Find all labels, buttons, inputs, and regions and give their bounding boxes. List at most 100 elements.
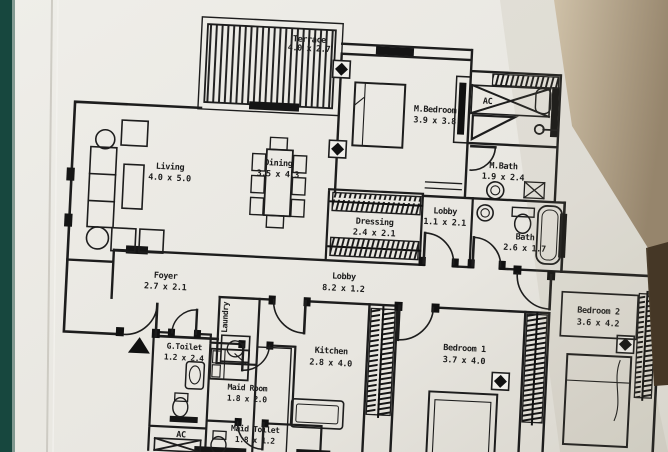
side-table-icon bbox=[94, 128, 116, 150]
closet-combs bbox=[365, 290, 658, 426]
paper-crease bbox=[46, 0, 53, 452]
wall-bars bbox=[63, 46, 568, 452]
kitchen-counter bbox=[256, 346, 293, 452]
room-dims-kitchen: 2.8 x 4.0 bbox=[309, 357, 352, 369]
toilet-icon bbox=[212, 430, 227, 441]
room-dims-terrace: 4.0 x 2.7 bbox=[287, 43, 330, 55]
table-edge bbox=[646, 242, 668, 386]
left-strip-highlight bbox=[12, 0, 15, 452]
side-table-icon bbox=[85, 226, 110, 250]
room-dims-maidroom: 1.8 x 2.0 bbox=[227, 393, 268, 404]
window-bar bbox=[248, 101, 300, 112]
room-label-maidtoilet: Maid Toilet bbox=[231, 423, 281, 435]
ac-crossed-box bbox=[470, 84, 552, 118]
room-dims-maidtoilet: 1.8 x 1.2 bbox=[235, 435, 276, 446]
shower bbox=[470, 114, 560, 141]
maidroom-furniture bbox=[208, 347, 251, 382]
room-dims-living: 4.0 x 5.0 bbox=[148, 172, 191, 184]
bedroom1-door bbox=[396, 304, 435, 342]
bedroom2-furniture bbox=[559, 290, 640, 449]
living-furniture bbox=[85, 119, 165, 255]
mbath-fixtures bbox=[485, 180, 546, 200]
room-label-dressing: Dressing bbox=[355, 216, 394, 229]
room-dims-gtoilet: 1.2 x 2.4 bbox=[164, 352, 205, 363]
paper-crease-2 bbox=[52, 0, 59, 452]
terrace: Terrace 4.0 x 2.7 bbox=[197, 16, 344, 117]
wardrobe-icon bbox=[559, 290, 640, 341]
bed-icon bbox=[561, 353, 633, 449]
room-label-bath: Bath bbox=[515, 232, 535, 243]
column-markers bbox=[327, 59, 636, 392]
sink-icon bbox=[485, 181, 505, 200]
bathtub-icon bbox=[535, 205, 564, 266]
kitchen-door bbox=[272, 298, 307, 335]
room-label-lobby-small: Lobby bbox=[433, 206, 457, 217]
dining-furniture bbox=[249, 136, 308, 229]
doors bbox=[122, 144, 553, 451]
lobby-door bbox=[422, 231, 455, 266]
mbath-door bbox=[469, 144, 497, 171]
bed-icon bbox=[208, 347, 251, 382]
ac-top-unit bbox=[469, 73, 560, 119]
bedroom2-door bbox=[516, 272, 553, 311]
room-label-lobby-corridor: Lobby bbox=[332, 271, 356, 282]
wardrobe-icon bbox=[452, 75, 472, 144]
room-label-laundry: Laundry bbox=[220, 301, 231, 333]
room-label-dining: Dining bbox=[264, 157, 293, 169]
crossed-box bbox=[523, 181, 546, 200]
mbedroom-furniture bbox=[351, 75, 472, 149]
kitchen-appliance bbox=[289, 398, 345, 430]
sink-icon bbox=[476, 204, 494, 222]
entrance-arrow-icon bbox=[127, 337, 150, 354]
room-label-living: Living bbox=[156, 161, 185, 173]
room-label-ac-top: AC bbox=[483, 97, 493, 107]
room-label-ac-bottom: AC bbox=[176, 430, 186, 440]
left-strip bbox=[0, 0, 12, 452]
room-label-mbedroom: M.Bedroom bbox=[414, 104, 457, 116]
maidtoilet-door bbox=[236, 421, 265, 451]
walls-bedroom-wing bbox=[360, 303, 551, 452]
room-dims-bedroom1: 3.7 x 4.0 bbox=[442, 355, 485, 367]
column-marker-icon bbox=[327, 139, 348, 159]
armchair-icon bbox=[120, 119, 150, 148]
bed-icon bbox=[424, 390, 499, 452]
dressing-closets bbox=[327, 191, 424, 261]
room-label-maidroom: Maid Room bbox=[227, 382, 268, 394]
plan: Terrace 4.0 x 2.7 bbox=[62, 16, 663, 452]
room-dims-mbedroom: 3.9 x 3.8 bbox=[413, 115, 456, 127]
lobby-shelf bbox=[424, 181, 463, 191]
bedroom1-furniture bbox=[424, 390, 499, 452]
entrance-door bbox=[122, 302, 159, 354]
bath-door bbox=[471, 236, 502, 268]
gtoilet-door bbox=[171, 308, 199, 336]
walls-dressing-lobby bbox=[324, 188, 475, 267]
table-background bbox=[554, 0, 668, 248]
column-marker-icon bbox=[490, 371, 511, 392]
ac-bottom-unit bbox=[153, 436, 202, 452]
coffee-table-icon bbox=[121, 163, 145, 210]
gtoilet-fixtures bbox=[172, 360, 206, 418]
room-dims-foyer: 2.7 x 2.1 bbox=[144, 281, 187, 293]
maidtoilet-fixtures bbox=[210, 430, 227, 452]
paper-shadow bbox=[500, 0, 668, 452]
bed-icon bbox=[351, 81, 407, 149]
shower-door-icon bbox=[470, 114, 520, 141]
room-dims-mbath: 1.9 x 2.4 bbox=[481, 172, 524, 184]
column-marker-icon bbox=[331, 59, 352, 79]
walls-bottom-left bbox=[147, 295, 323, 452]
toilet-icon bbox=[511, 206, 536, 219]
room-dims-dressing: 2.4 x 2.1 bbox=[353, 227, 396, 239]
room-label-terrace: Terrace bbox=[293, 34, 327, 46]
room-label-gtoilet: G.Toilet bbox=[166, 340, 202, 352]
armchair-icon bbox=[137, 228, 165, 255]
room-label-kitchen: Kitchen bbox=[314, 345, 348, 358]
room-label-mbath: M.Bath bbox=[489, 161, 518, 172]
toilet-icon bbox=[173, 392, 189, 403]
room-label-bedroom1: Bedroom 1 bbox=[443, 343, 486, 355]
dining-chairs bbox=[249, 136, 308, 229]
room-label-foyer: Foyer bbox=[154, 271, 178, 282]
walls-corridor bbox=[66, 248, 563, 315]
room-label-bedroom2: Bedroom 2 bbox=[577, 306, 620, 318]
washer-icon bbox=[219, 334, 251, 364]
